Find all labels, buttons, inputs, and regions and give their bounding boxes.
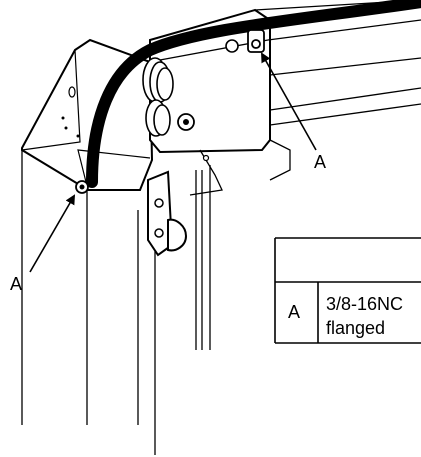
lower-flange-tab [147,170,188,257]
pulley-wheels [142,57,174,137]
clip-nut-icon [251,39,261,49]
table-cell-description-line1: 3/8-16NC [326,294,403,314]
table-cell-key: A [288,302,300,322]
flanged-nut-icon [75,180,89,194]
parts-table: A 3/8-16NC flanged [274,237,421,344]
callout-label-top: A [314,152,326,172]
small-bolt-icon [154,198,164,238]
screw-head-icon [225,39,239,53]
callout-label-bottom: A [10,274,22,294]
cable-clip [247,29,265,53]
callout-leaders [29,52,317,273]
mounting-bolt-icon [177,113,195,131]
pulley-housing [149,0,421,196]
leader-line-top [261,52,317,151]
vertical-post-lines [21,150,211,455]
table-cell-description-line2: flanged [326,318,385,338]
cable [86,0,421,188]
leader-line-bottom [29,194,76,273]
